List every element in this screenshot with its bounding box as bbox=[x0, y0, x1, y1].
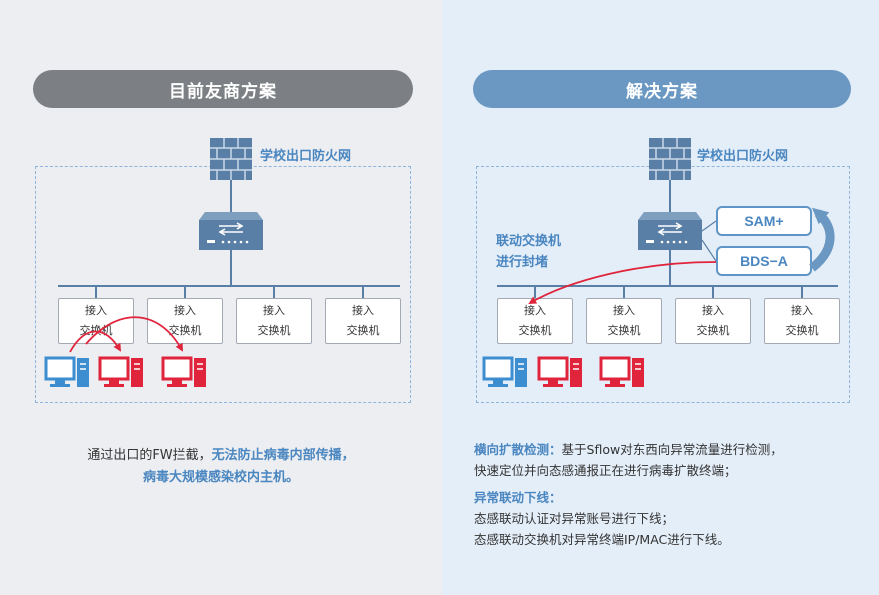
switch-label-line1: 接入 bbox=[613, 304, 635, 317]
desc-text: 通过出口的FW拦截， bbox=[87, 448, 212, 463]
firewall-icon bbox=[648, 137, 692, 181]
block-action-label: 联动交换机 进行封堵 bbox=[496, 231, 561, 273]
access-switch: 接入 交换机 bbox=[325, 298, 401, 344]
current-solution-header: 目前友商方案 bbox=[33, 70, 413, 108]
switch-label-line2: 交换机 bbox=[696, 324, 730, 337]
proposed-solution-panel: 解决方案 学校出口防火网 SAM+ BDS−A 联动交换机 进行封堵 接入 交换… bbox=[442, 0, 879, 595]
firewall-icon bbox=[209, 137, 253, 181]
block-label-line1: 联动交换机 bbox=[496, 234, 562, 249]
proposed-solution-description: 横向扩散检测：基于Sflow对东西向异常流量进行检测， 快速定位并向态感通报正在… bbox=[474, 439, 783, 550]
switch-label-line2: 交换机 bbox=[346, 324, 380, 337]
switch-label-line1: 接入 bbox=[702, 304, 724, 317]
firewall-label: 学校出口防火网 bbox=[260, 149, 352, 164]
link-line bbox=[701, 239, 717, 262]
desc-item-text: 态感联动交换机对异常终端IP/MAC进行下线。 bbox=[474, 532, 730, 547]
virus-spread-arrow bbox=[69, 330, 122, 353]
switch-label-line2: 交换机 bbox=[168, 324, 202, 337]
sam-plus-box: SAM+ bbox=[716, 206, 812, 236]
core-switch-icon bbox=[637, 211, 703, 251]
switch-label-line2: 交换机 bbox=[257, 324, 291, 337]
link-line bbox=[701, 220, 717, 232]
current-solution-panel: 目前友商方案 学校出口防火网 接入 交换机 接入 交换机 接入 交换机 接入 交… bbox=[0, 0, 442, 595]
infected-computer-icon bbox=[98, 356, 145, 389]
desc-item-title: 横向扩散检测： bbox=[474, 442, 562, 457]
desc-item-text: 基于Sflow对东西向异常流量进行检测， bbox=[561, 442, 783, 457]
desc-item-text: 态感联动认证对异常账号进行下线； bbox=[474, 511, 675, 526]
access-switch: 接入 交换机 bbox=[675, 298, 751, 344]
switch-label-line1: 接入 bbox=[263, 304, 285, 317]
switch-label-line2: 交换机 bbox=[607, 324, 641, 337]
block-label-line2: 进行封堵 bbox=[496, 255, 549, 270]
healthy-computer-icon bbox=[482, 356, 529, 389]
access-switch: 接入 交换机 bbox=[147, 298, 223, 344]
core-switch-icon bbox=[198, 211, 264, 251]
switch-label-line1: 接入 bbox=[352, 304, 374, 317]
desc-highlight: 无法防止病毒内部传播， bbox=[211, 448, 355, 463]
desc-item-title: 异常联动下线： bbox=[474, 490, 562, 505]
access-switch: 接入 交换机 bbox=[586, 298, 662, 344]
access-switch: 接入 交换机 bbox=[764, 298, 840, 344]
current-solution-description: 通过出口的FW拦截，无法防止病毒内部传播， 病毒大规模感染校内主机。 bbox=[0, 445, 442, 489]
firewall-label: 学校出口防火网 bbox=[697, 149, 789, 164]
virus-spread-arrow bbox=[85, 316, 183, 352]
feedback-arrow bbox=[809, 207, 835, 272]
switch-label-line1: 接入 bbox=[174, 304, 196, 317]
healthy-computer-icon bbox=[44, 356, 91, 389]
infected-computer-icon bbox=[537, 356, 584, 389]
switch-label-line1: 接入 bbox=[85, 304, 107, 317]
block-arrow bbox=[528, 261, 717, 304]
proposed-solution-header: 解决方案 bbox=[473, 70, 851, 108]
switch-label-line2: 交换机 bbox=[785, 324, 819, 337]
switch-label-line1: 接入 bbox=[791, 304, 813, 317]
infected-computer-icon bbox=[161, 356, 208, 389]
switch-label-line2: 交换机 bbox=[518, 324, 552, 337]
access-switch: 接入 交换机 bbox=[497, 298, 573, 344]
access-switch: 接入 交换机 bbox=[236, 298, 312, 344]
switch-label-line1: 接入 bbox=[524, 304, 546, 317]
infected-computer-icon bbox=[599, 356, 646, 389]
desc-highlight-line2: 病毒大规模感染校内主机。 bbox=[142, 470, 299, 485]
bds-a-box: BDS−A bbox=[716, 246, 812, 276]
desc-item-text: 快速定位并向态感通报正在进行病毒扩散终端； bbox=[474, 463, 737, 478]
